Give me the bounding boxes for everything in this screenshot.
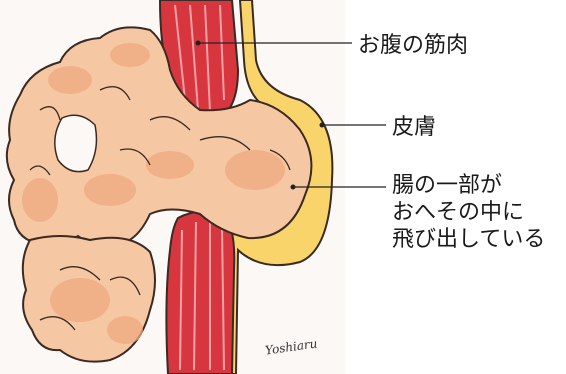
skin-label: 皮膚: [392, 114, 436, 141]
intestine-label: 腸の一部が おへその中に 飛び出している: [392, 172, 545, 253]
intestine-label-line1: 腸の一部が: [392, 172, 545, 199]
intestine-label-line3: 飛び出している: [392, 226, 545, 253]
abdominal-muscle-label: お腹の筋肉: [358, 32, 468, 59]
intestine-label-line2: おへその中に: [392, 199, 545, 226]
intestine-gap: [55, 115, 97, 171]
